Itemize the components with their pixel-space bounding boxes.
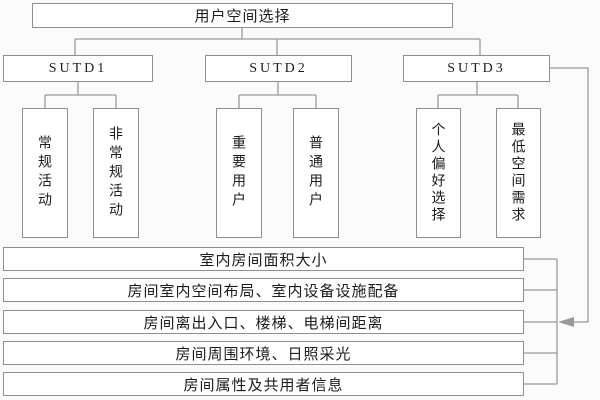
connector-sutd3-feedback bbox=[550, 67, 589, 323]
criteria-bar-label: 房间属性及共用者信息 bbox=[183, 376, 344, 394]
criteria-bar-room-area: 室内房间面积大小 bbox=[3, 247, 524, 271]
group-node-label: SUTD3 bbox=[447, 60, 506, 76]
root-node-user-space-selection: 用户空间选择 bbox=[32, 3, 453, 28]
leaf-node-minimum-space-demand: 最低空间需求 bbox=[496, 108, 541, 238]
leaf-node-irregular-activities: 非常规活动 bbox=[93, 108, 139, 238]
group-node-sutd2: SUTD2 bbox=[205, 55, 352, 82]
group-node-sutd1: SUTD1 bbox=[3, 55, 153, 82]
criteria-bar-label: 室内房间面积大小 bbox=[199, 251, 328, 269]
leaf-node-label: 重要用户 bbox=[231, 135, 247, 211]
criteria-bar-surroundings-daylight: 房间周围环境、日照采光 bbox=[3, 341, 524, 365]
connector-sutd3-children bbox=[437, 82, 519, 108]
criteria-bar-label: 房间离出入口、楼梯、电梯间距离 bbox=[143, 314, 384, 332]
leaf-node-label: 最低空间需求 bbox=[510, 122, 527, 224]
criteria-bar-layout-facilities: 房间室内空间布局、室内设备设施配备 bbox=[3, 278, 524, 302]
criteria-bar-room-attributes-cousers: 房间属性及共用者信息 bbox=[3, 372, 524, 396]
leaf-node-personal-preference: 个人偏好选择 bbox=[416, 108, 461, 238]
connector-criteria-bus bbox=[524, 258, 558, 385]
leaf-node-important-users: 重要用户 bbox=[216, 108, 262, 238]
leaf-node-label: 非常规活动 bbox=[108, 125, 124, 221]
arrowhead-left-icon bbox=[558, 317, 574, 327]
leaf-node-regular-activities: 常规活动 bbox=[22, 108, 68, 238]
group-node-sutd3: SUTD3 bbox=[403, 55, 550, 82]
leaf-node-label: 常规活动 bbox=[37, 135, 53, 211]
criteria-bar-distance-to-exits: 房间离出入口、楼梯、电梯间距离 bbox=[3, 310, 524, 334]
leaf-node-label: 普通用户 bbox=[308, 135, 324, 211]
group-node-label: SUTD2 bbox=[249, 60, 308, 76]
connector-root-to-groups bbox=[74, 27, 481, 55]
root-node-label: 用户空间选择 bbox=[194, 8, 291, 25]
group-node-label: SUTD1 bbox=[48, 60, 108, 76]
criteria-bar-label: 房间周围环境、日照采光 bbox=[175, 345, 352, 363]
connector-sutd2-children bbox=[238, 82, 317, 108]
connector-sutd1-children bbox=[44, 82, 117, 108]
leaf-node-ordinary-users: 普通用户 bbox=[293, 108, 339, 238]
criteria-bar-label: 房间室内空间布局、室内设备设施配备 bbox=[127, 282, 400, 300]
leaf-node-label: 个人偏好选择 bbox=[430, 122, 447, 224]
